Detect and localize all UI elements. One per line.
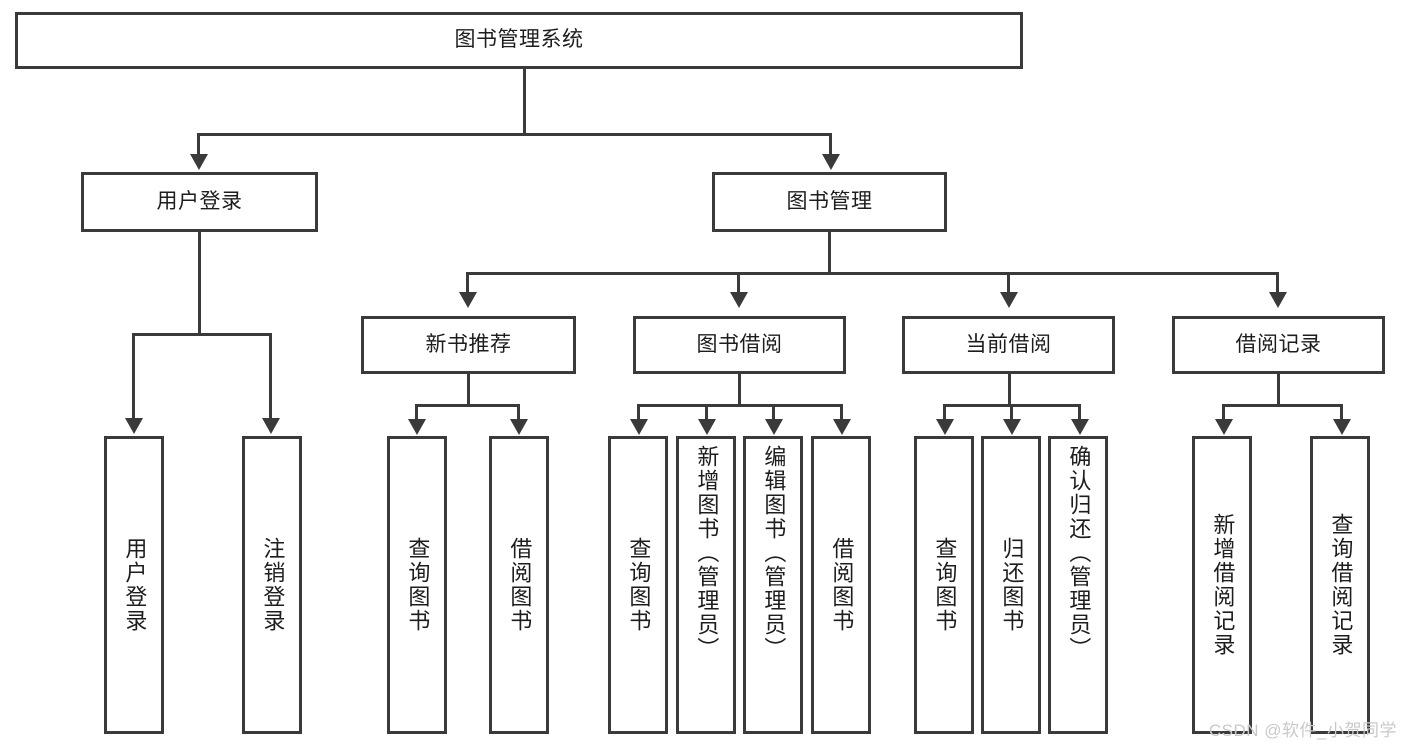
node-leaf-add-book-label: 新增图书（管理员）: [694, 445, 720, 661]
node-leaf-logout-login[interactable]: 注销登录: [242, 436, 302, 734]
node-borrow-record-label: 借阅记录: [1235, 332, 1322, 356]
arrowhead-user-login: [190, 154, 208, 170]
connector-root-to-user-login: [197, 133, 200, 155]
node-current-borrow-label: 当前借阅: [965, 332, 1052, 356]
arrowhead-leaf-query-record: [1333, 419, 1351, 435]
watermark: CSDN @软件_小贺同学: [1208, 721, 1397, 740]
connector-nbr-drop-1: [415, 404, 418, 420]
node-leaf-edit-book-label: 编辑图书（管理员）: [761, 445, 787, 661]
arrowhead-leaf-return-book: [1003, 419, 1021, 435]
connector-bb-bus: [637, 404, 843, 407]
connector-bb-drop-1: [637, 404, 640, 420]
arrowhead-book-borrow: [730, 292, 748, 308]
connector-root-bus: [197, 133, 832, 136]
connector-nbr-drop-2: [517, 404, 520, 420]
node-leaf-query-book-3-label: 查询图书: [932, 537, 958, 633]
node-leaf-query-book-2[interactable]: 查询图书: [608, 436, 668, 734]
connector-cb-drop-2: [1010, 404, 1013, 420]
node-user-login-label: 用户登录: [156, 189, 243, 213]
connector-cb-drop-3: [1078, 404, 1081, 420]
connector-nbr-bus: [415, 404, 520, 407]
connector-br-drop-2: [1340, 404, 1343, 420]
node-root-label: 图书管理系统: [454, 28, 584, 52]
node-user-login[interactable]: 用户登录: [81, 172, 318, 232]
node-leaf-query-book-1[interactable]: 查询图书: [387, 436, 447, 734]
arrowhead-book-management: [822, 154, 840, 170]
node-leaf-query-book-2-label: 查询图书: [626, 537, 652, 633]
connector-bm-drop-borrow-record: [1276, 272, 1279, 293]
node-new-book-recommend[interactable]: 新书推荐: [361, 316, 576, 374]
node-leaf-user-login[interactable]: 用户登录: [104, 436, 164, 734]
node-leaf-add-record-label: 新增借阅记录: [1210, 513, 1236, 657]
arrowhead-leaf-confirm-return: [1071, 419, 1089, 435]
connector-nbr-stem: [467, 374, 470, 406]
connector-cb-stem: [1008, 374, 1011, 406]
arrowhead-leaf-logout-login: [262, 418, 280, 434]
connector-book-management-stem: [828, 232, 831, 274]
connector-user-login-drop-1: [132, 333, 135, 419]
node-book-borrow-label: 图书借阅: [696, 332, 783, 356]
arrowhead-current-borrow: [1000, 292, 1018, 308]
connector-book-management-bus: [466, 272, 1279, 275]
node-book-management-label: 图书管理: [786, 189, 873, 213]
arrowhead-leaf-query-book-1: [408, 419, 426, 435]
node-leaf-add-record[interactable]: 新增借阅记录: [1192, 436, 1252, 734]
node-leaf-borrow-book-1-label: 借阅图书: [507, 537, 533, 633]
node-book-borrow[interactable]: 图书借阅: [633, 316, 846, 374]
node-leaf-borrow-book-2[interactable]: 借阅图书: [811, 436, 871, 734]
node-leaf-add-book[interactable]: 新增图书（管理员）: [676, 436, 736, 734]
node-book-management[interactable]: 图书管理: [712, 172, 947, 232]
connector-root-to-book-management: [829, 133, 832, 155]
connector-br-stem: [1277, 374, 1280, 406]
node-leaf-return-book-label: 归还图书: [999, 537, 1025, 633]
connector-root-stem: [523, 69, 526, 135]
node-leaf-borrow-book-2-label: 借阅图书: [829, 537, 855, 633]
node-leaf-borrow-book-1[interactable]: 借阅图书: [489, 436, 549, 734]
node-leaf-user-login-label: 用户登录: [122, 537, 148, 633]
node-new-book-recommend-label: 新书推荐: [425, 332, 512, 356]
node-leaf-logout-login-label: 注销登录: [260, 537, 286, 633]
connector-bb-drop-3: [772, 404, 775, 420]
arrowhead-new-book-recommend: [459, 292, 477, 308]
node-leaf-query-book-3[interactable]: 查询图书: [914, 436, 974, 734]
connector-br-bus: [1222, 404, 1343, 407]
node-borrow-record[interactable]: 借阅记录: [1172, 316, 1385, 374]
node-leaf-query-book-1-label: 查询图书: [405, 537, 431, 633]
connector-bb-drop-2: [705, 404, 708, 420]
node-leaf-confirm-return[interactable]: 确认归还（管理员）: [1048, 436, 1108, 734]
node-leaf-query-record-label: 查询借阅记录: [1328, 513, 1354, 657]
connector-bb-stem: [738, 374, 741, 406]
connector-bm-drop-new-book: [466, 272, 469, 293]
connector-br-drop-1: [1222, 404, 1225, 420]
arrowhead-leaf-borrow-book-1: [510, 419, 528, 435]
arrowhead-leaf-query-book-3: [936, 419, 954, 435]
connector-bb-drop-4: [840, 404, 843, 420]
arrowhead-leaf-borrow-book-2: [833, 419, 851, 435]
arrowhead-leaf-user-login: [125, 418, 143, 434]
connector-user-login-bus: [132, 333, 271, 336]
node-root[interactable]: 图书管理系统: [15, 12, 1023, 69]
connector-bm-drop-book-borrow: [737, 272, 740, 293]
arrowhead-leaf-query-book-2: [630, 419, 648, 435]
arrowhead-leaf-add-record: [1215, 419, 1233, 435]
arrowhead-leaf-add-book: [698, 419, 716, 435]
arrowhead-leaf-edit-book: [765, 419, 783, 435]
connector-cb-drop-1: [943, 404, 946, 420]
connector-user-login-stem: [198, 232, 201, 335]
node-leaf-query-record[interactable]: 查询借阅记录: [1310, 436, 1370, 734]
connector-bm-drop-current-borrow: [1007, 272, 1010, 293]
arrowhead-borrow-record: [1269, 292, 1287, 308]
connector-user-login-drop-2: [269, 333, 272, 419]
node-current-borrow[interactable]: 当前借阅: [902, 316, 1115, 374]
node-leaf-edit-book[interactable]: 编辑图书（管理员）: [743, 436, 803, 734]
node-leaf-confirm-return-label: 确认归还（管理员）: [1066, 445, 1092, 661]
node-leaf-return-book[interactable]: 归还图书: [981, 436, 1041, 734]
